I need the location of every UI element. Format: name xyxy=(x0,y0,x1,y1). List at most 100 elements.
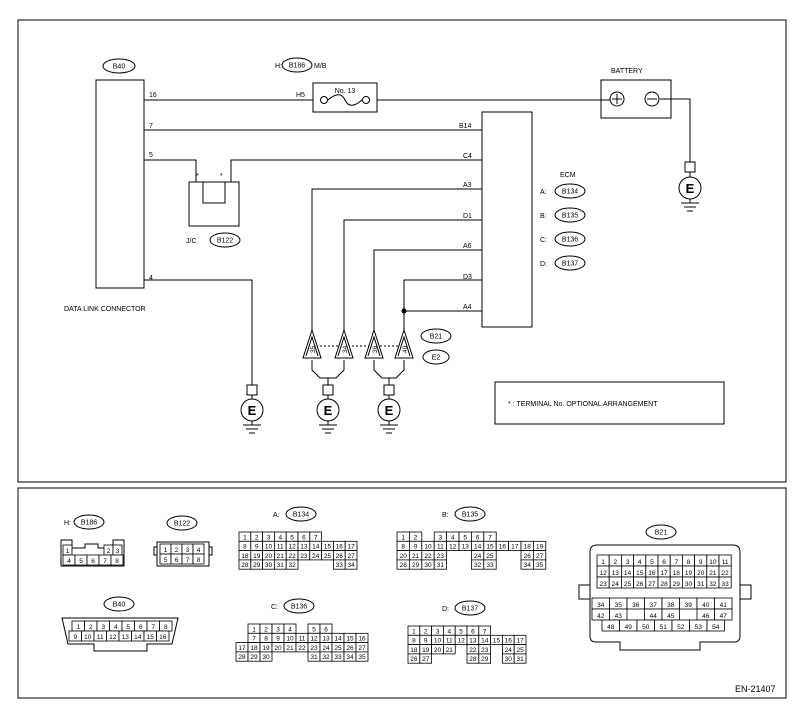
b21-pin-35: 35 xyxy=(310,345,317,353)
wires xyxy=(144,98,691,385)
b137-pin-6-label: 6 xyxy=(471,628,475,635)
b40-pin-6-label: 6 xyxy=(139,624,143,631)
b21-pin-9-label: 9 xyxy=(699,559,703,566)
b137-pin-31-cell xyxy=(513,653,527,664)
fuse-no13: H: B186 M/B No. 13 H5 xyxy=(275,57,378,113)
b186-tag: B186 xyxy=(81,520,97,527)
ecm-conn-b-tag: B135 xyxy=(562,213,578,220)
b122-pin-3-label: 3 xyxy=(186,547,190,554)
b21-pin-22-label: 22 xyxy=(721,570,729,577)
b136-pin-25-label: 25 xyxy=(334,645,342,652)
b134-pin-27-label: 27 xyxy=(347,553,355,560)
b136-pin-18-label: 18 xyxy=(250,645,258,652)
b40-pin-1-label: 1 xyxy=(76,624,80,631)
b136-pin-30-cell xyxy=(259,651,273,662)
b137-pin-12-label: 12 xyxy=(457,638,465,645)
battery-label: BATTERY xyxy=(611,68,643,75)
b134-pin-1-label: 1 xyxy=(243,534,247,541)
dlc-label: DATA LINK CONNECTOR xyxy=(64,306,146,313)
b21-pin-48-label: 48 xyxy=(607,624,615,631)
fuse-suffix: M/B xyxy=(314,63,327,70)
b137-pin-25-label: 25 xyxy=(516,647,524,654)
b135-pin-25-label: 25 xyxy=(486,553,494,560)
b21-pin-33-label: 33 xyxy=(721,581,729,588)
b186-pin-2-label: 2 xyxy=(107,548,111,555)
b135-pin-9-label: 9 xyxy=(414,544,418,551)
b137-pin-5-label: 5 xyxy=(459,628,463,635)
dlc-pin-4: 4 xyxy=(149,275,153,282)
b134-pin-13-label: 13 xyxy=(300,544,308,551)
b136-pin-29-label: 29 xyxy=(250,654,258,661)
b40-pin-9-label: 9 xyxy=(73,634,77,641)
e2-tag: E2 xyxy=(432,355,441,362)
b134-pin-34-cell xyxy=(344,559,358,570)
ecm-conn-c-prefix: C: xyxy=(540,237,547,244)
dlc-pin-7: 7 xyxy=(149,123,153,130)
b136-pin-24-label: 24 xyxy=(322,645,330,652)
b40-pin-8-label: 8 xyxy=(164,624,168,631)
b21-pin-29-label: 29 xyxy=(673,581,681,588)
b137-pin-11-label: 11 xyxy=(446,638,453,645)
b21-pin-54-label: 54 xyxy=(712,624,720,631)
ecm-conn-a-prefix: A: xyxy=(540,189,547,196)
b40-pin-16-cell xyxy=(156,630,170,642)
b136-pin-33-label: 33 xyxy=(334,654,342,661)
b136-pin-8-label: 8 xyxy=(264,636,268,643)
b21-pin-46-label: 46 xyxy=(702,613,710,620)
b21-pin-52-label: 52 xyxy=(677,624,685,631)
ecm-pin-a6: A6 xyxy=(463,243,472,250)
terminal-note: * : TERMINAL No. OPTIONAL ARRANGEMENT xyxy=(494,381,725,425)
b135-pin-33-cell xyxy=(483,559,497,570)
b135-pin-7-label: 7 xyxy=(488,534,492,541)
b186-pin-7-label: 7 xyxy=(103,558,107,565)
ecm-label: ECM xyxy=(560,172,576,179)
b134-pin-30-label: 30 xyxy=(265,562,273,569)
b134-pin-23-label: 23 xyxy=(300,553,308,560)
b21-pin-19-label: 19 xyxy=(685,570,693,577)
ground-e-2: E xyxy=(248,403,257,418)
b136-pin-1-label: 1 xyxy=(252,626,256,633)
ecm-pin-c4: C4 xyxy=(463,153,472,160)
b135-pin-18-label: 18 xyxy=(524,544,532,551)
b134-pin-31-label: 31 xyxy=(277,562,285,569)
b40-pin-5-label: 5 xyxy=(126,624,130,631)
b21-pin-18-label: 18 xyxy=(673,570,681,577)
b21-pin-42-label: 42 xyxy=(597,613,605,620)
b135-pin-17-label: 17 xyxy=(511,544,519,551)
b21-pin-37-label: 37 xyxy=(650,602,658,609)
b186-pin-6-label: 6 xyxy=(91,558,95,565)
ground-b21-left: E xyxy=(316,384,340,434)
b136-pin-23-label: 23 xyxy=(310,645,318,652)
b21-pin-12-label: 12 xyxy=(599,570,607,577)
b135-pin-27-label: 27 xyxy=(536,553,544,560)
b137-pin-13-label: 13 xyxy=(469,638,477,645)
b135-pin-33-label: 33 xyxy=(486,562,494,569)
b135-pin-10-label: 10 xyxy=(424,544,432,551)
joint-connector: * * J/C B122 xyxy=(186,173,241,248)
b21-pin-16-label: 16 xyxy=(648,570,656,577)
ecm-pin-d1: D1 xyxy=(463,213,472,220)
b136-pin-12-label: 12 xyxy=(310,636,318,643)
b21-pin-20-label: 20 xyxy=(697,570,705,577)
b21-pin-33-cell xyxy=(718,576,732,589)
b137-pin-29-cell xyxy=(478,653,491,664)
b186-pin-1-label: 1 xyxy=(66,548,70,555)
b137-pin-16-label: 16 xyxy=(505,638,513,645)
ecm-conn-c-tag: B136 xyxy=(562,237,578,244)
b21-pin-10-label: 10 xyxy=(709,559,717,566)
b135-prefix: B: xyxy=(442,512,449,519)
b135-pin-26-label: 26 xyxy=(524,553,532,560)
b135-pin-30-label: 30 xyxy=(424,562,432,569)
b137-pin-17-label: 17 xyxy=(516,638,524,645)
b122-pin-4-label: 4 xyxy=(197,547,201,554)
b21-pin-51-label: 51 xyxy=(660,624,668,631)
b21-pin-38-label: 38 xyxy=(667,602,675,609)
b134-pin-20-label: 20 xyxy=(265,553,273,560)
b186-pin-4-label: 4 xyxy=(67,558,71,565)
b136-pin-20-label: 20 xyxy=(274,645,282,652)
b21-pin-15-label: 15 xyxy=(636,570,644,577)
b135-pin-35-label: 35 xyxy=(536,562,544,569)
b135-pin-24-label: 24 xyxy=(474,553,482,560)
